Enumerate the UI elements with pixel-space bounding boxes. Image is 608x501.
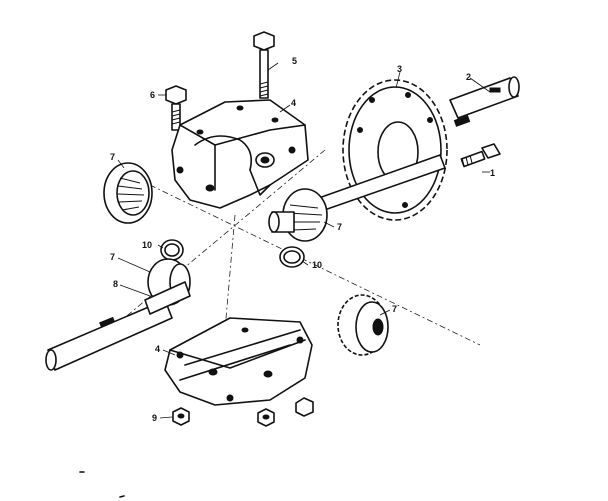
callout-5: 5 [292,56,297,66]
callout-10-lower: 10 [312,260,322,270]
bolt-part-6 [165,85,187,131]
pin-part-2 [453,115,471,127]
lower-gear-case-part-4 [164,317,313,406]
leader-lines [117,62,491,419]
stray-mark [119,495,125,498]
callout-4-upper: 4 [291,98,296,108]
spur-gear-lower-right-part-7 [337,294,389,356]
callout-3: 3 [397,64,402,74]
callout-6: 6 [150,90,155,100]
callout-7-upper-right: 7 [337,222,342,232]
sprocket-part-3 [342,79,448,221]
snap-ring-lower-part-10 [279,246,305,268]
long-bolt-part-5 [253,31,275,99]
callout-7-lower-left: 7 [110,252,115,262]
callout-1: 1 [490,168,495,178]
callout-7-lower-right: 7 [392,304,397,314]
lower-shaft-part-8 [45,281,191,371]
plug-fitting [295,397,314,417]
callout-7-upper-left: 7 [110,152,115,162]
bolt-part-1 [460,143,501,168]
snap-ring-upper-part-10 [160,239,184,261]
callout-2: 2 [466,72,471,82]
callout-4-lower: 4 [155,344,160,354]
callout-10-upper: 10 [142,240,152,250]
callout-8: 8 [113,279,118,289]
nut-part-9-right [257,408,275,427]
upper-gear-case-part-4 [171,99,309,209]
nut-part-9-left [172,407,190,426]
bevel-gear-upper-left-part-7 [103,162,153,224]
callout-9: 9 [152,413,157,423]
bevel-gear-upper-right-part-7 [268,188,328,242]
callout-labels: 1 2 3 4 4 5 6 7 7 7 7 8 9 10 10 [110,56,495,423]
